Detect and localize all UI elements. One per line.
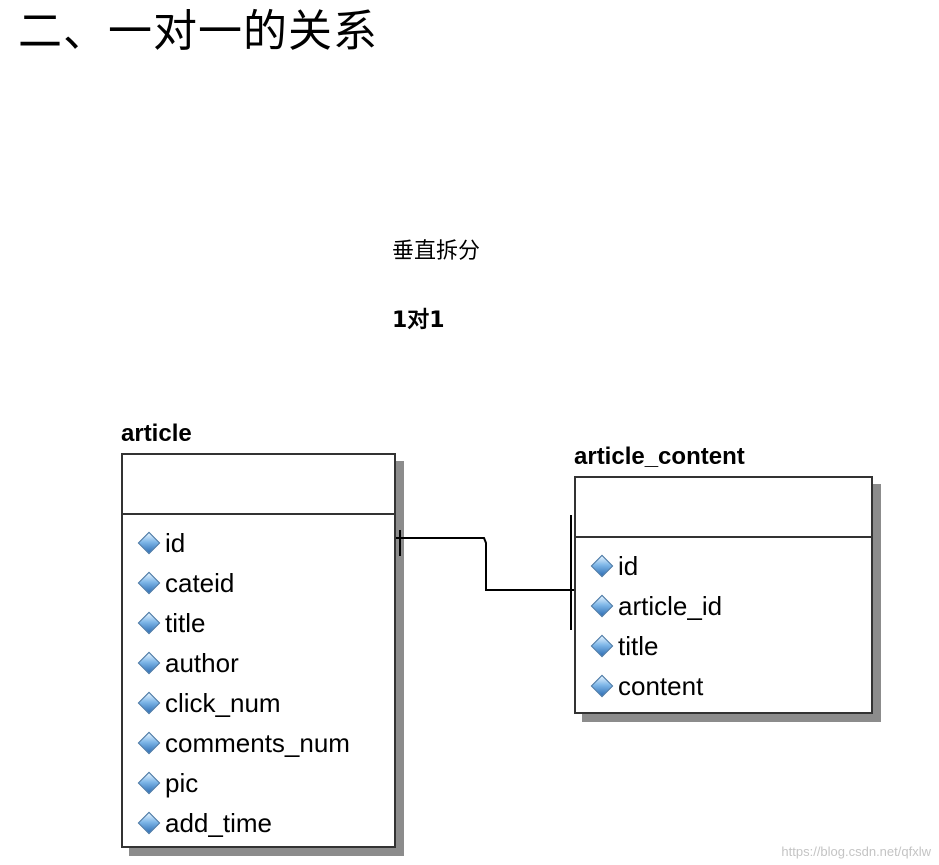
entity-header (123, 455, 394, 515)
field-row: id (137, 523, 394, 563)
entity-title-article: article (121, 420, 192, 447)
entity-article-content: id article_id title content (574, 476, 873, 714)
field-row: click_num (137, 683, 394, 723)
page-heading: 二、一对一的关系 (18, 6, 378, 57)
field-list: id article_id title content (576, 538, 871, 706)
field-label: comments_num (165, 728, 350, 758)
field-label: title (618, 631, 659, 661)
field-row: add_time (137, 803, 394, 843)
field-label: click_num (165, 688, 281, 718)
entity-title-article-content: article_content (574, 443, 745, 470)
field-row: pic (137, 763, 394, 803)
field-row: comments_num (137, 723, 394, 763)
relation-note: 1对1 (392, 308, 445, 333)
field-list: id cateid title author click_num comment… (123, 515, 394, 843)
field-label: id (618, 551, 639, 581)
one-to-one-line (396, 537, 574, 591)
field-label: content (618, 671, 704, 701)
field-row: title (137, 603, 394, 643)
field-label: author (165, 648, 239, 678)
field-label: id (165, 528, 186, 558)
entity-header (576, 478, 871, 538)
split-note: 垂直拆分 (392, 239, 481, 264)
field-label: cateid (165, 568, 235, 598)
field-label: title (165, 608, 206, 638)
field-row: id (590, 546, 871, 586)
field-row: cateid (137, 563, 394, 603)
watermark: https://blog.csdn.net/qfxlw (781, 844, 931, 859)
field-label: pic (165, 768, 199, 798)
field-row: title (590, 626, 871, 666)
field-label: article_id (618, 591, 723, 621)
field-row: author (137, 643, 394, 683)
field-row: content (590, 666, 871, 706)
one-end-marker (399, 515, 572, 630)
field-row: article_id (590, 586, 871, 626)
field-label: add_time (165, 808, 272, 838)
entity-article: id cateid title author click_num comment… (121, 453, 396, 848)
